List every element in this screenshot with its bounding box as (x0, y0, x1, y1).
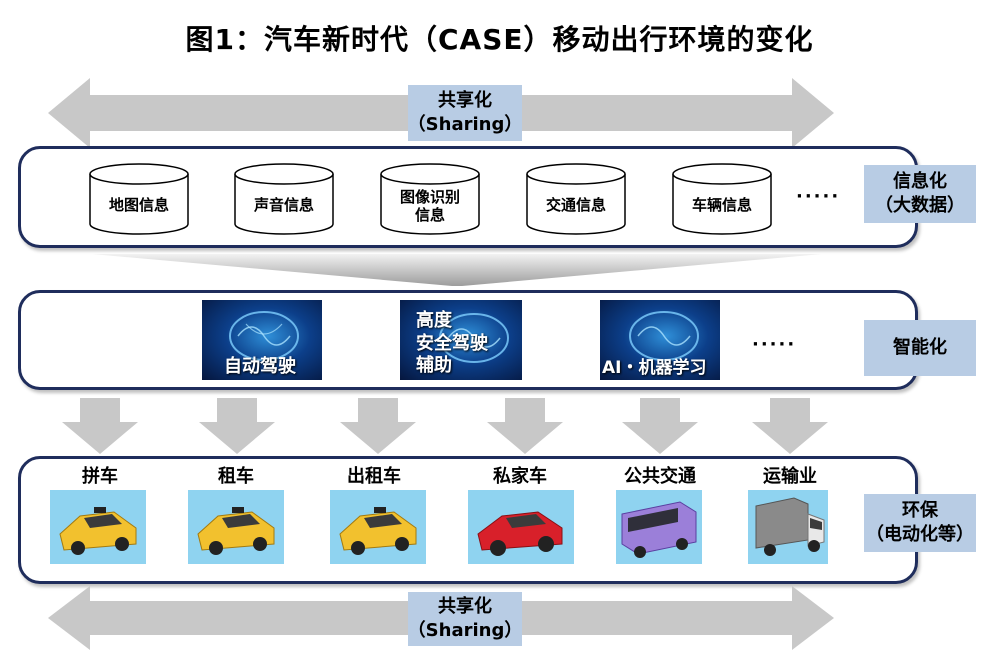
taxi-icon (339, 507, 417, 555)
brain-icon (229, 311, 299, 361)
brain-icon (439, 313, 509, 363)
voice-info-cylinder-icon (234, 163, 334, 235)
down-arrow-4 (487, 398, 563, 454)
sharing-label-line2: （Sharing） (407, 114, 523, 135)
bottom-sharing-label: 共享化 （Sharing） (408, 592, 522, 646)
down-arrow-5 (622, 398, 698, 454)
sharing-label-line2: （Sharing） (407, 620, 523, 641)
info-side-label: 信息化 （大数据） (864, 165, 976, 223)
ai-machine-learning-image: AI・机器学习 (600, 300, 720, 380)
car-icon (477, 511, 563, 556)
ai-machine-learning-label: AI・机器学习 (602, 358, 707, 378)
taxi-label: 出租车 (347, 466, 401, 487)
private-car-image (468, 490, 574, 564)
taxi-image (330, 490, 426, 564)
info-ellipsis: ····· (796, 186, 841, 207)
safety-assist-image: 高度 安全驾驶 辅助 (400, 300, 522, 380)
public-transport-image (616, 490, 702, 564)
intelligent-ellipsis: ····· (752, 334, 797, 355)
map-info-cylinder-icon (89, 163, 189, 235)
carpool-image (50, 490, 146, 564)
car-rental-image (188, 490, 284, 564)
autonomous-driving-label: 自动驾驶 (224, 356, 296, 377)
vehicle-info-cylinder-icon (672, 163, 772, 235)
truck-icon (755, 497, 825, 556)
info-side-label-line1: 信息化 (893, 170, 947, 192)
environment-side-label: 环保 （电动化等） (864, 494, 976, 552)
carpool-label: 拼车 (82, 466, 118, 487)
map-info-label: 地图信息 (108, 195, 169, 214)
vehicle-info-label: 车辆信息 (691, 195, 752, 214)
down-arrow-1 (62, 398, 138, 454)
bus-icon (621, 501, 697, 558)
sharing-label-line1: 共享化 (438, 595, 492, 617)
taxi-icon (59, 507, 137, 555)
private-car-label: 私家车 (493, 466, 547, 487)
environment-side-label-line2: （电动化等） (866, 524, 974, 545)
traffic-info-label: 交通信息 (545, 195, 606, 214)
image-recognition-label: 图像识别 信息 (399, 188, 460, 224)
image-recognition-cylinder-icon (380, 163, 480, 235)
safety-assist-label: 高度 安全驾驶 辅助 (416, 310, 488, 376)
environment-side-label-line1: 环保 (902, 499, 938, 521)
transport-industry-label: 运输业 (763, 466, 817, 487)
brain-icon (629, 311, 699, 361)
sharing-label-line1: 共享化 (438, 89, 492, 111)
funnel-shape (92, 254, 822, 286)
voice-info-label: 声音信息 (253, 195, 314, 214)
car-rental-label: 租车 (218, 466, 254, 487)
autonomous-driving-image: 自动驾驶 (202, 300, 322, 380)
intelligent-side-label: 智能化 (864, 320, 976, 376)
page-title: 图1：汽车新时代（CASE）移动出行环境的变化 (185, 23, 814, 56)
down-arrow-2 (199, 398, 275, 454)
taxi-icon (197, 507, 275, 555)
public-transport-label: 公共交通 (624, 466, 696, 487)
transport-industry-image (748, 490, 828, 564)
down-arrow-3 (340, 398, 416, 454)
info-side-label-line2: （大数据） (875, 195, 965, 216)
top-sharing-label: 共享化 （Sharing） (408, 85, 522, 141)
traffic-info-cylinder-icon (526, 163, 626, 235)
down-arrow-6 (752, 398, 828, 454)
